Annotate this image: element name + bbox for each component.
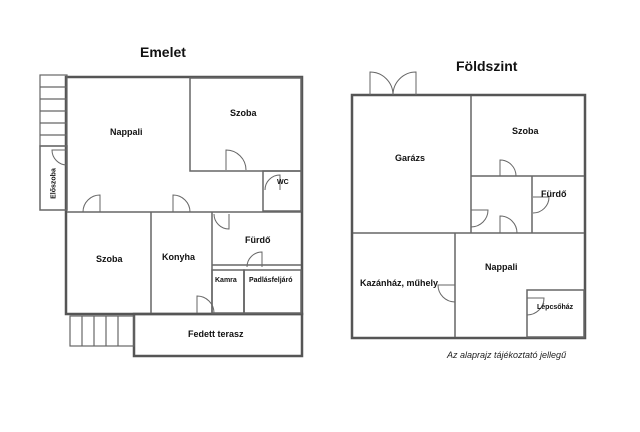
room-szoba-ground: Szoba bbox=[512, 126, 539, 136]
room-furdo-upper: Fürdő bbox=[245, 235, 271, 245]
room-nappali-upper: Nappali bbox=[110, 127, 143, 137]
room-szoba-upper-bottom: Szoba bbox=[96, 254, 123, 264]
room-nappali-ground: Nappali bbox=[485, 262, 518, 272]
upper-floor-walls bbox=[64, 75, 304, 358]
garage-door-swing bbox=[369, 71, 417, 96]
room-szoba-upper-top: Szoba bbox=[230, 108, 257, 118]
room-kazanhaz: Kazánház, műhely bbox=[360, 278, 439, 288]
ground-floor-interior bbox=[353, 96, 585, 338]
room-eloszoba: Előszoba bbox=[50, 168, 58, 199]
upper-floor-interior bbox=[39, 77, 302, 314]
room-furdo-ground: Fürdő bbox=[541, 189, 567, 199]
ground-floor-walls bbox=[350, 93, 587, 340]
terrace-stairs bbox=[69, 315, 135, 347]
room-lepcsohaz: Lépcsőház bbox=[537, 304, 574, 311]
ground-floor-title: Földszint bbox=[456, 58, 518, 74]
room-wc: WC bbox=[277, 179, 289, 186]
ground-doors bbox=[437, 159, 550, 316]
upper-stairs bbox=[39, 74, 68, 147]
disclaimer-note: Az alaprajz tájékoztató jellegű bbox=[447, 350, 567, 360]
upper-doors bbox=[51, 149, 281, 314]
room-konyha: Konyha bbox=[162, 252, 196, 262]
room-garazs: Garázs bbox=[395, 153, 426, 163]
upper-floor-title: Emelet bbox=[140, 44, 186, 60]
room-kamra: Kamra bbox=[215, 277, 237, 284]
room-padlasfeljaro: Padlásfeljáró bbox=[249, 277, 293, 284]
room-fedett-terasz: Fedett terasz bbox=[188, 329, 244, 339]
